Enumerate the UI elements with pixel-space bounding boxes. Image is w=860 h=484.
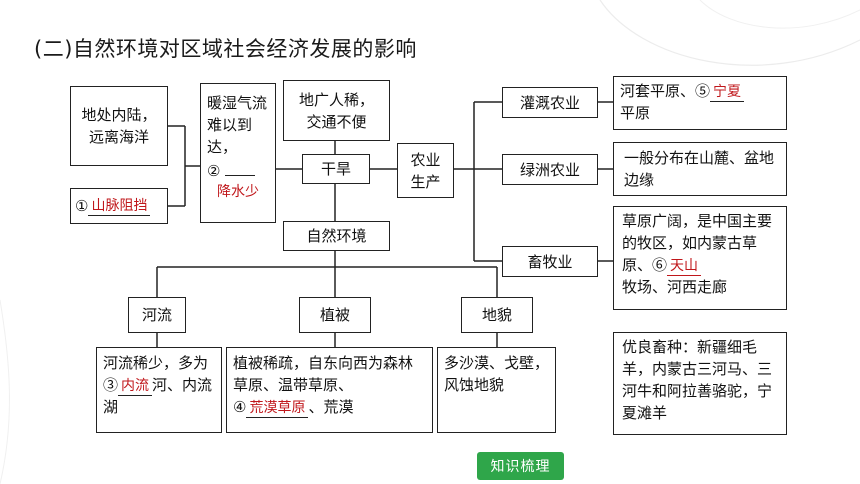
animal-box: 畜牧业 — [502, 246, 598, 277]
grassland-suffix: 牧场、河西走廊 — [622, 278, 728, 296]
page-title: (二)自然环境对区域社会经济发展的影响 — [34, 37, 417, 61]
animal-text: 畜牧业 — [527, 252, 573, 271]
landform-detail-text: 多沙漠、戈壁，风蚀地貌 — [444, 354, 550, 394]
river-text-a: 河流稀少，多为③ — [103, 354, 209, 394]
river-box: 河流 — [128, 297, 186, 333]
breeds-box: 优良畜种：新疆细毛羊，内蒙古三河马、三河牛和阿拉善骆驼，宁夏滩羊 — [613, 332, 787, 435]
blank1-underline: 山脉阻挡 — [88, 196, 151, 216]
river-text: 河流 — [141, 306, 172, 324]
agri-text: 农业生产 — [410, 150, 441, 191]
irrigation-box: 灌溉农业 — [502, 87, 598, 118]
grassland-answer: 天山 — [670, 258, 699, 274]
oasis-detail-box: 一般分布在山麓、盆地边缘 — [613, 142, 787, 196]
inland-text: 地处内陆，远离海洋 — [81, 106, 157, 146]
natural-env-text: 自然环境 — [306, 227, 367, 245]
breeds-text: 优良畜种：新疆细毛羊，内蒙古三河马、三河牛和阿拉善骆驼，宁夏滩羊 — [622, 338, 773, 422]
vegetation-suffix: 、荒漠 — [308, 398, 354, 416]
blank1-answer: 山脉阻挡 — [91, 198, 148, 214]
arid-text: 干旱 — [320, 160, 351, 178]
hetao-prefix: 河套平原、⑤ — [620, 82, 711, 100]
vegetation-text: 植被 — [319, 306, 350, 324]
landform-box: 地貌 — [461, 297, 533, 333]
vegetation-detail-text: 植被稀疏，自东向西为森林草原、温带草原、 — [233, 354, 414, 394]
knowledge-review-button[interactable]: 知识梳理 — [477, 452, 564, 480]
oasis-text: 绿洲农业 — [519, 160, 580, 179]
blank2-answer: 降水少 — [217, 184, 259, 200]
blank2-prefix: ② — [207, 162, 221, 180]
inland-box: 地处内陆，远离海洋 — [70, 86, 168, 166]
grassland-underline: 天山 — [667, 256, 702, 276]
arid-box: 干旱 — [302, 154, 370, 184]
sparse-text: 地广人稀，交通不便 — [298, 90, 374, 131]
hetao-suffix: 平原 — [620, 104, 651, 122]
river-underline: 内流 — [118, 376, 153, 396]
agri-box: 农业生产 — [397, 143, 454, 198]
hetao-underline: 宁夏 — [710, 82, 745, 102]
landform-text: 地貌 — [481, 306, 512, 324]
vegetation-underline: 荒漠草原 — [246, 398, 309, 418]
moist-air-text: 暖湿气流难以到达， — [207, 94, 268, 156]
irrigation-text: 灌溉农业 — [519, 93, 580, 112]
vegetation-answer: 荒漠草原 — [249, 400, 306, 416]
oasis-box: 绿洲农业 — [502, 154, 598, 185]
natural-env-box: 自然环境 — [283, 221, 390, 251]
blank2-underline — [225, 175, 256, 176]
vegetation-box: 植被 — [299, 297, 371, 333]
vegetation-prefix: ④ — [233, 398, 247, 416]
moist-air-box: 暖湿气流难以到达， ② 降水少 — [200, 83, 276, 223]
river-text-b: 河、内流湖 — [103, 376, 213, 416]
grassland-text: 草原广阔，是中国主要的牧区，如内蒙古草原、⑥ — [622, 212, 773, 274]
landform-detail-box: 多沙漠、戈壁，风蚀地貌 — [437, 347, 556, 433]
blank1-box: ① 山脉阻挡 — [70, 188, 168, 224]
blank1-prefix: ① — [75, 197, 89, 215]
sparse-box: 地广人稀，交通不便 — [283, 80, 390, 141]
river-answer: 内流 — [121, 378, 150, 394]
oasis-detail-text: 一般分布在山麓、盆地边缘 — [624, 149, 775, 189]
hetao-answer: 宁夏 — [713, 84, 742, 100]
